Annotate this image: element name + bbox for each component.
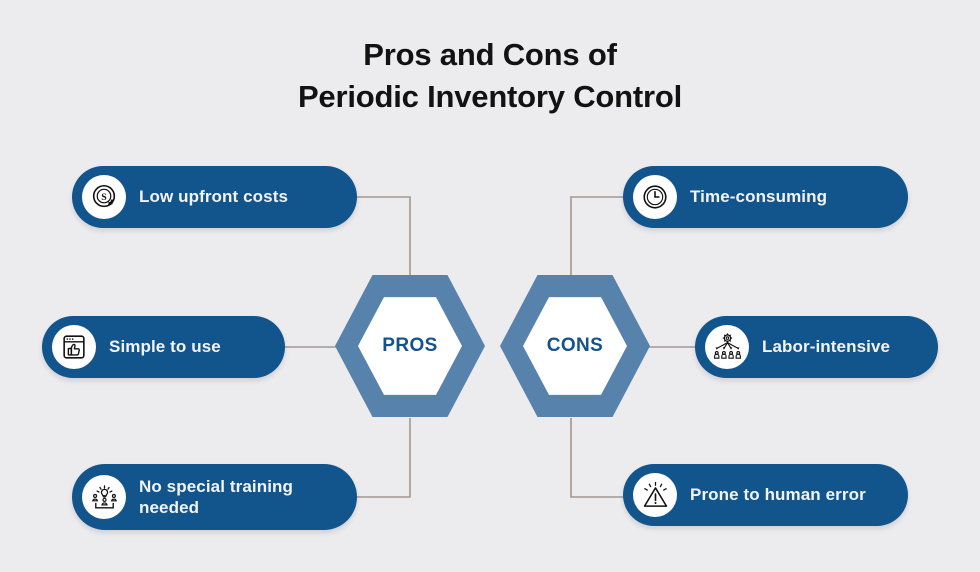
page-title: Pros and Cons of Periodic Inventory Cont… — [0, 34, 980, 117]
pros-item-label: No special training needed — [139, 476, 293, 517]
pros-item-label: Low upfront costs — [139, 187, 289, 207]
clock-icon — [633, 175, 677, 219]
connector-cons-top — [570, 196, 623, 276]
hexagon-pros: PROS — [335, 272, 485, 420]
cons-item-label: Prone to human error — [690, 485, 866, 505]
hexagon-pros-label: PROS — [382, 335, 438, 356]
cons-item-time-consuming[interactable]: Time-consuming — [623, 166, 908, 228]
hexagon-pros-inner: PROS — [358, 297, 462, 395]
connector-pros-top — [357, 196, 411, 276]
dollar-refresh-icon: S — [82, 175, 126, 219]
title-line-2: Periodic Inventory Control — [297, 78, 683, 114]
browser-thumbs-up-icon — [52, 325, 96, 369]
pros-item-low-upfront-costs[interactable]: S Low upfront costs — [72, 166, 357, 228]
cons-item-labor-intensive[interactable]: Labor-intensive — [695, 316, 938, 378]
training-lightbulb-people-icon — [82, 475, 126, 519]
cons-item-label: Labor-intensive — [762, 337, 891, 357]
cons-item-label: Time-consuming — [690, 187, 828, 207]
hexagon-cons-label: CONS — [546, 335, 604, 356]
connector-pros-bottom — [357, 418, 411, 498]
title-line-1: Pros and Cons of — [363, 37, 617, 72]
pros-item-label: Simple to use — [109, 337, 221, 357]
svg-text:S: S — [101, 192, 107, 203]
pros-item-no-special-training-needed[interactable]: No special training needed — [72, 464, 357, 530]
gear-people-hierarchy-icon — [705, 325, 749, 369]
connector-cons-bottom — [570, 418, 623, 498]
warning-triangle-icon — [633, 473, 677, 517]
pros-item-simple-to-use[interactable]: Simple to use — [42, 316, 285, 378]
hexagon-cons: CONS — [500, 272, 650, 420]
cons-item-prone-to-human-error[interactable]: Prone to human error — [623, 464, 908, 526]
